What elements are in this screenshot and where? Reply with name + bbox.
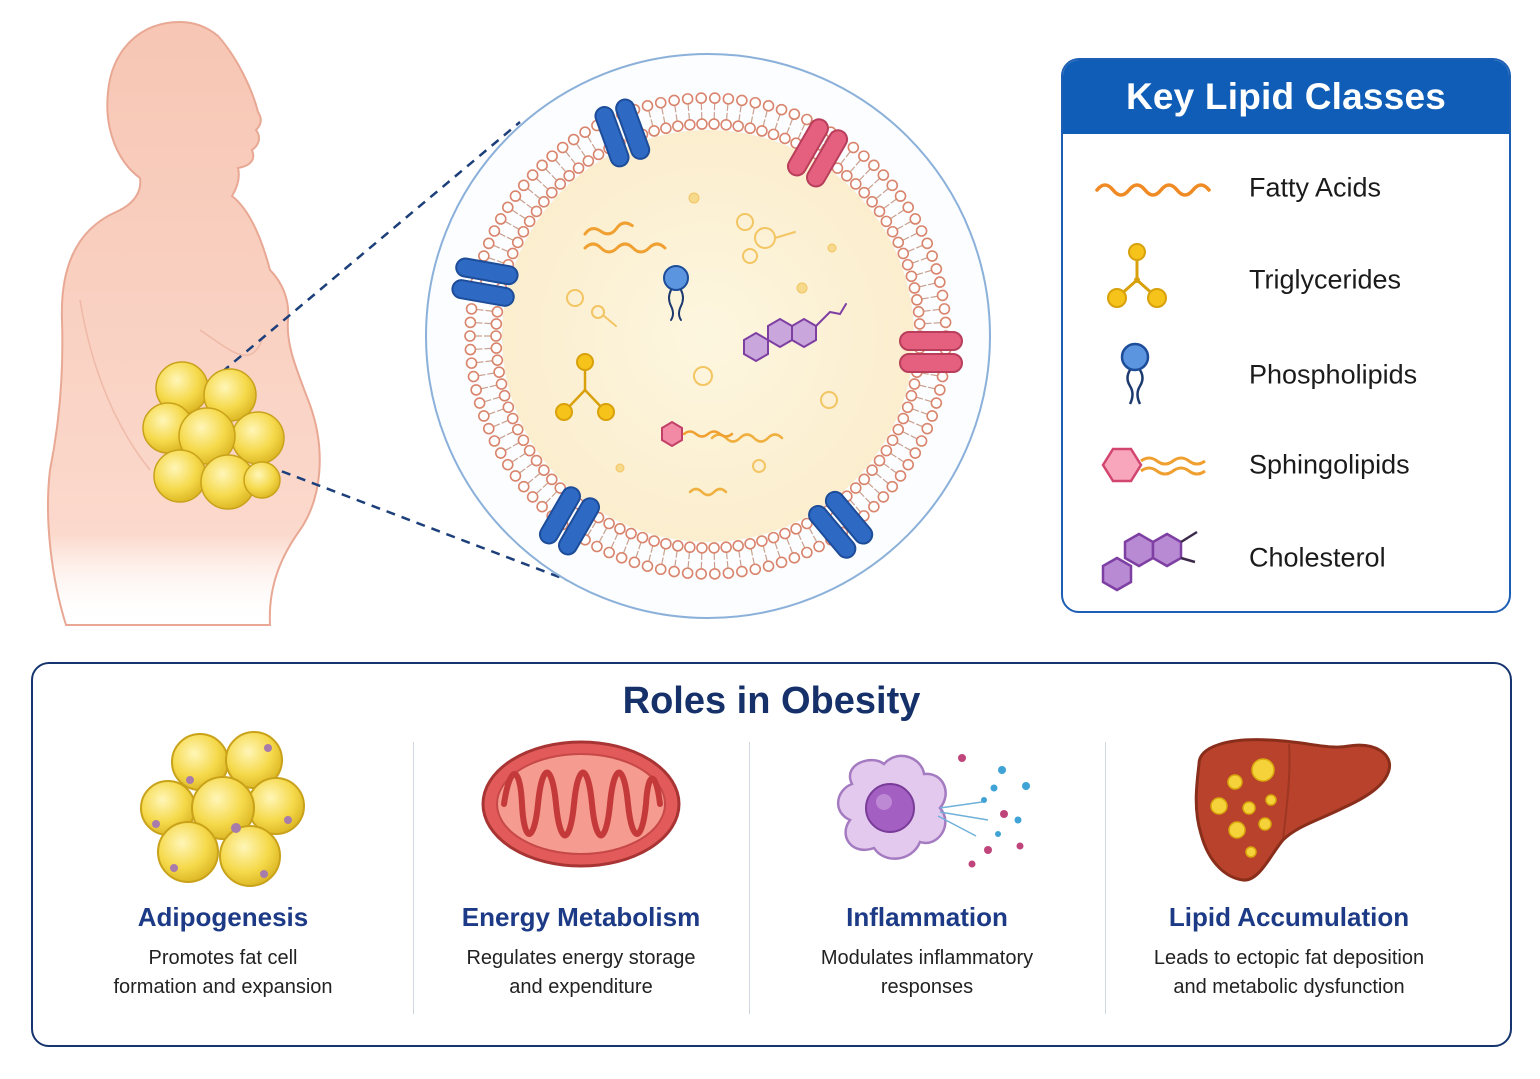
role-description-line: Regulates energy storage — [466, 947, 696, 969]
role-title: Lipid Accumulation — [1168, 902, 1410, 932]
roles-title: Roles in Obesity — [622, 680, 921, 722]
role-adipogenesis: Adipogenesis Promotes fat cell formation… — [63, 724, 383, 1044]
role-description: Leads to ectopic fat deposition and meta… — [1119, 944, 1459, 1002]
legend-panel: Key Lipid Classes Fatty Acids Triglyceri… — [1061, 58, 1511, 613]
legend-item-cholesterol: Cholesterol — [1063, 518, 1509, 598]
role-title: Adipogenesis — [137, 902, 309, 932]
adipocyte-cytoplasm — [502, 130, 914, 542]
role-description-line: and metabolic dysfunction — [1173, 976, 1405, 998]
role-description-line: Promotes fat cell — [148, 947, 298, 969]
role-description-line: responses — [880, 976, 974, 998]
human-body-silhouette — [46, 20, 321, 626]
legend-label: Fatty Acids — [1249, 172, 1382, 203]
role-title: Energy Metabolism — [461, 902, 701, 932]
fatty-acid-icon — [1095, 183, 1211, 197]
phospholipid-icon — [1120, 342, 1150, 405]
interior-lipids — [555, 192, 847, 497]
mitochondrion-icon — [481, 740, 681, 868]
role-description-line: Modulates inflammatory — [820, 947, 1034, 969]
column-divider — [413, 742, 414, 1014]
role-title: Inflammation — [846, 902, 1008, 932]
legend-item-phospholipids: Phospholipids — [1063, 335, 1509, 415]
adipocyte-cluster — [142, 361, 285, 510]
role-inflammation: Inflammation Modulates inflammatory resp… — [761, 724, 1093, 1044]
zoom-lines — [221, 121, 589, 590]
legend-item-sphingolipids: Sphingolipids — [1063, 425, 1509, 505]
legend-label: Triglycerides — [1249, 264, 1402, 295]
legend-title: Key Lipid Classes — [1063, 60, 1509, 134]
legend-label: Phospholipids — [1249, 359, 1418, 390]
sphingolipid-icon — [1101, 447, 1206, 483]
column-divider — [1105, 742, 1106, 1014]
legend-label: Cholesterol — [1249, 542, 1386, 573]
membrane-proteins — [451, 98, 963, 559]
role-description-line: Leads to ectopic fat deposition — [1153, 947, 1425, 969]
roles-panel: Roles in Obesity Adipogenesis P — [31, 662, 1512, 1047]
column-divider — [749, 742, 750, 1014]
role-description: Promotes fat cell formation and expansio… — [63, 944, 383, 1002]
triglyceride-icon — [1107, 243, 1167, 308]
role-energy-metabolism: Energy Metabolism Regulates energy stora… — [425, 724, 737, 1044]
role-description-line: formation and expansion — [113, 976, 333, 998]
fatty-liver-icon — [1194, 738, 1392, 882]
legend-item-fatty-acids: Fatty Acids — [1063, 148, 1509, 228]
legend-item-triglycerides: Triglycerides — [1063, 240, 1509, 320]
role-description-line: and expenditure — [509, 976, 653, 998]
role-lipid-accumulation: Lipid Accumulation Leads to ectopic fat … — [1119, 724, 1459, 1044]
adipocyte-cluster-icon — [140, 731, 305, 887]
immune-cell-icon — [837, 754, 1030, 868]
role-description: Regulates energy storage and expenditure — [425, 944, 737, 1002]
legend-label: Sphingolipids — [1249, 449, 1410, 480]
adipocyte-zoom-illustration — [46, 20, 991, 626]
cholesterol-icon — [1101, 530, 1198, 592]
role-description: Modulates inflammatory responses — [761, 944, 1093, 1002]
